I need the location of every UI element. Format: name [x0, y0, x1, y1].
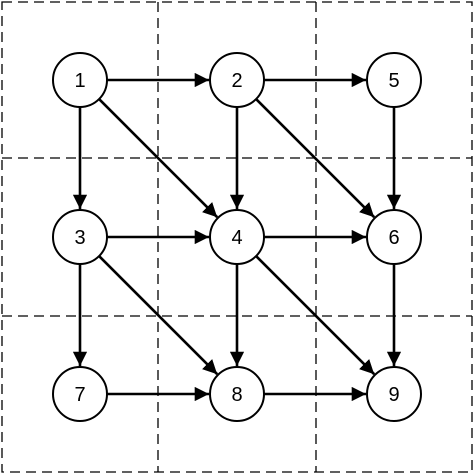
- nodes: 1 2 5 3 4 6 7 8 9: [52, 52, 422, 422]
- node-9: 9: [366, 366, 422, 422]
- edges: [72, 72, 402, 402]
- node-circle: [366, 366, 422, 422]
- node-3: 3: [52, 209, 108, 265]
- node-label: 8: [231, 384, 242, 406]
- node-label: 4: [231, 227, 242, 249]
- node-label: 7: [74, 384, 85, 406]
- node-label: 5: [388, 70, 399, 92]
- node-5: 5: [366, 52, 422, 108]
- node-label: 9: [388, 384, 399, 406]
- node-label: 3: [74, 227, 85, 249]
- edge-4-to-9: [255, 255, 376, 376]
- node-circle: [52, 209, 108, 265]
- node-4: 4: [209, 209, 265, 265]
- node-2: 2: [209, 52, 265, 108]
- node-1: 1: [52, 52, 108, 108]
- node-circle: [366, 52, 422, 108]
- edge-3-to-8: [98, 255, 219, 376]
- node-label: 1: [74, 70, 85, 92]
- node-circle: [366, 209, 422, 265]
- node-6: 6: [366, 209, 422, 265]
- node-circle: [52, 366, 108, 422]
- node-circle: [209, 366, 265, 422]
- node-8: 8: [209, 366, 265, 422]
- node-label: 6: [388, 227, 399, 249]
- node-7: 7: [52, 366, 108, 422]
- node-circle: [209, 52, 265, 108]
- node-label: 2: [231, 70, 242, 92]
- node-circle: [209, 209, 265, 265]
- edge-1-to-4: [98, 98, 219, 219]
- edge-2-to-6: [255, 98, 376, 219]
- node-circle: [52, 52, 108, 108]
